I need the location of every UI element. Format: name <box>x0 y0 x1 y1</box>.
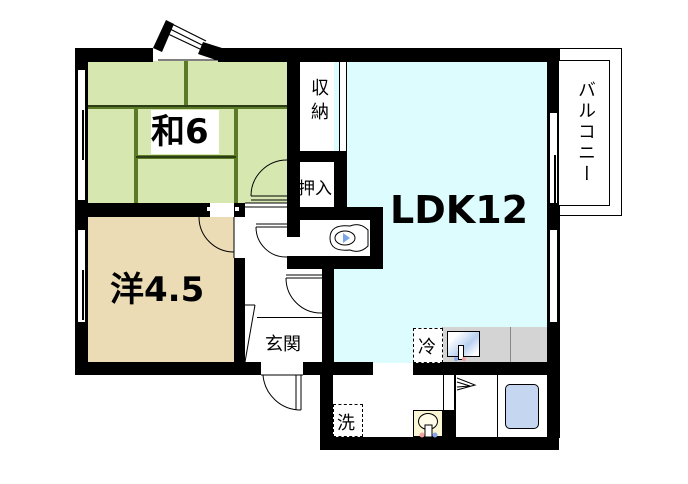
bath-door-frame <box>443 375 455 410</box>
window-left-yo-mullion <box>82 270 84 320</box>
wall-toilet-right <box>370 207 383 269</box>
kitchen-faucet <box>458 345 464 360</box>
washer-space <box>333 404 363 437</box>
entrance-label: 玄関 <box>265 334 301 355</box>
wall-ldk-left <box>322 256 334 362</box>
washer-label: 洗 <box>337 413 355 434</box>
bathtub <box>505 384 539 429</box>
wall-bath-left <box>320 362 333 450</box>
fridge-space <box>413 328 443 363</box>
wall-yo-right <box>234 258 245 362</box>
washitsu-label: 和6 <box>151 112 209 152</box>
wall-closet-right <box>334 151 347 211</box>
wall-toilet-left <box>287 207 300 237</box>
window-left-wa <box>77 70 86 200</box>
fridge-label: 冷 <box>418 337 436 358</box>
storage-door-track <box>339 62 347 151</box>
wall-bottom-left <box>75 362 261 375</box>
yoshitsu-label: 洋4.5 <box>110 270 205 310</box>
window-right-ldk-1 <box>549 113 558 203</box>
wall-wa-yo <box>75 203 210 217</box>
window-left-wa-mullion <box>82 110 84 160</box>
closet-label: 押入 <box>298 179 332 199</box>
wash-door-opening <box>373 363 413 371</box>
wall-storage-left <box>287 48 300 218</box>
window-left-yo <box>77 230 86 322</box>
window-right-ldk-1-mullion <box>554 155 556 205</box>
wall-hall-right-stub <box>234 203 245 217</box>
storage-label: 収納 <box>308 78 329 126</box>
washitsu-label-bg <box>151 110 219 154</box>
bath-divider-line <box>497 375 498 437</box>
wall-top-mid <box>218 48 559 62</box>
wall-toilet-top <box>287 207 383 220</box>
entrance-area <box>257 317 322 362</box>
window-right-ldk-2 <box>549 230 558 322</box>
balcony-label: バルコニー <box>575 80 596 185</box>
wall-top-left <box>75 48 153 62</box>
closet-room <box>300 162 334 207</box>
wall-bath-divider <box>443 410 455 440</box>
wall-toilet-bottom <box>287 256 383 269</box>
ldk-label: LDK12 <box>390 188 529 232</box>
wall-bath-bottom <box>320 437 559 450</box>
wall-kitchen-bath <box>333 362 373 375</box>
wall-bottom-mid2 <box>413 362 559 375</box>
wall-storage-bottom <box>287 151 347 162</box>
storage-room <box>300 62 334 151</box>
balcony-inner <box>559 60 610 206</box>
kitchen-counter-divider <box>510 327 511 363</box>
